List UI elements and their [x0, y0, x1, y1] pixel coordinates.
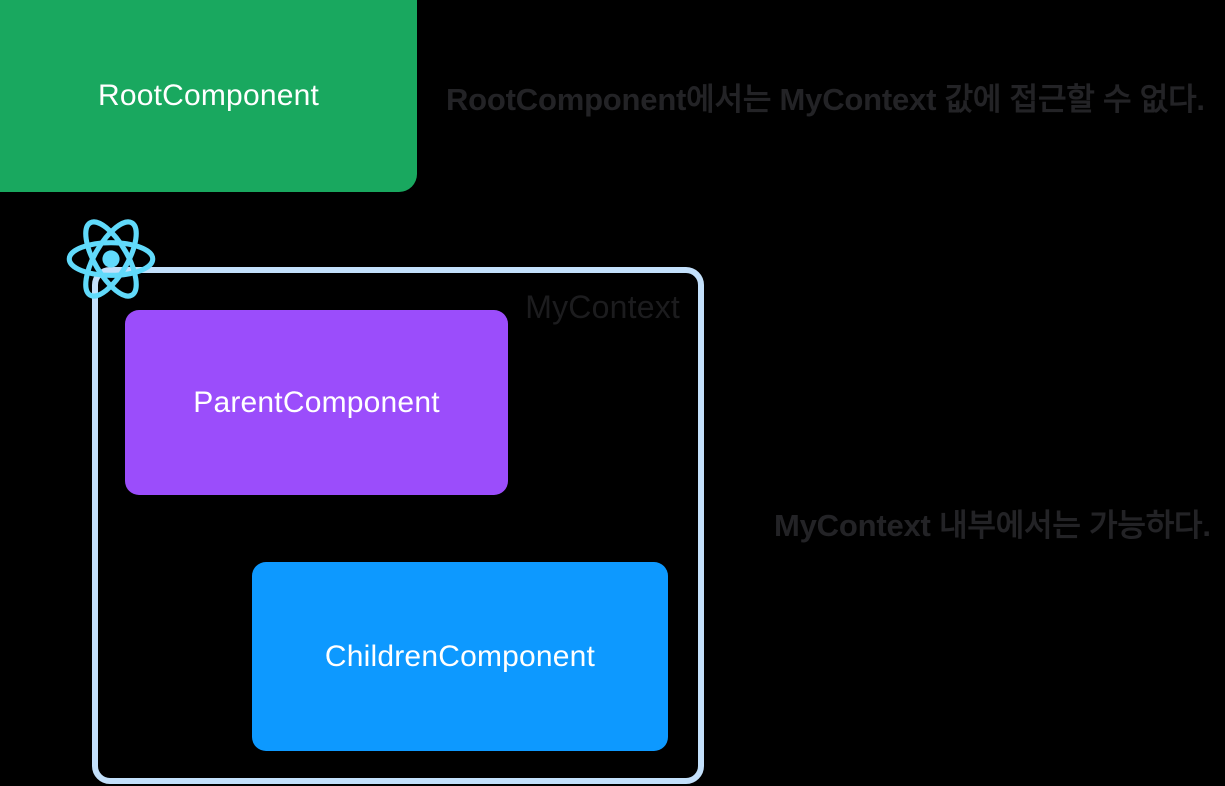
- root-component-caption: RootComponent에서는 MyContext 값에 접근할 수 없다.: [446, 82, 1205, 117]
- root-component-label: RootComponent: [97, 79, 320, 112]
- react-atom-svg: [66, 219, 156, 299]
- children-component-label: ChildrenComponent: [324, 639, 596, 673]
- react-logo-icon: [61, 214, 161, 304]
- mycontext-caption: MyContext 내부에서는 가능하다.: [774, 508, 1211, 543]
- children-component-box: ChildrenComponent: [252, 562, 668, 751]
- mycontext-label: MyContext: [525, 289, 680, 325]
- parent-component-label: ParentComponent: [193, 385, 440, 419]
- root-component-box: RootComponent: [0, 0, 417, 192]
- react-nucleus: [102, 250, 120, 268]
- mycontext-container: MyContext: [92, 267, 704, 784]
- parent-component-box: ParentComponent: [125, 310, 508, 495]
